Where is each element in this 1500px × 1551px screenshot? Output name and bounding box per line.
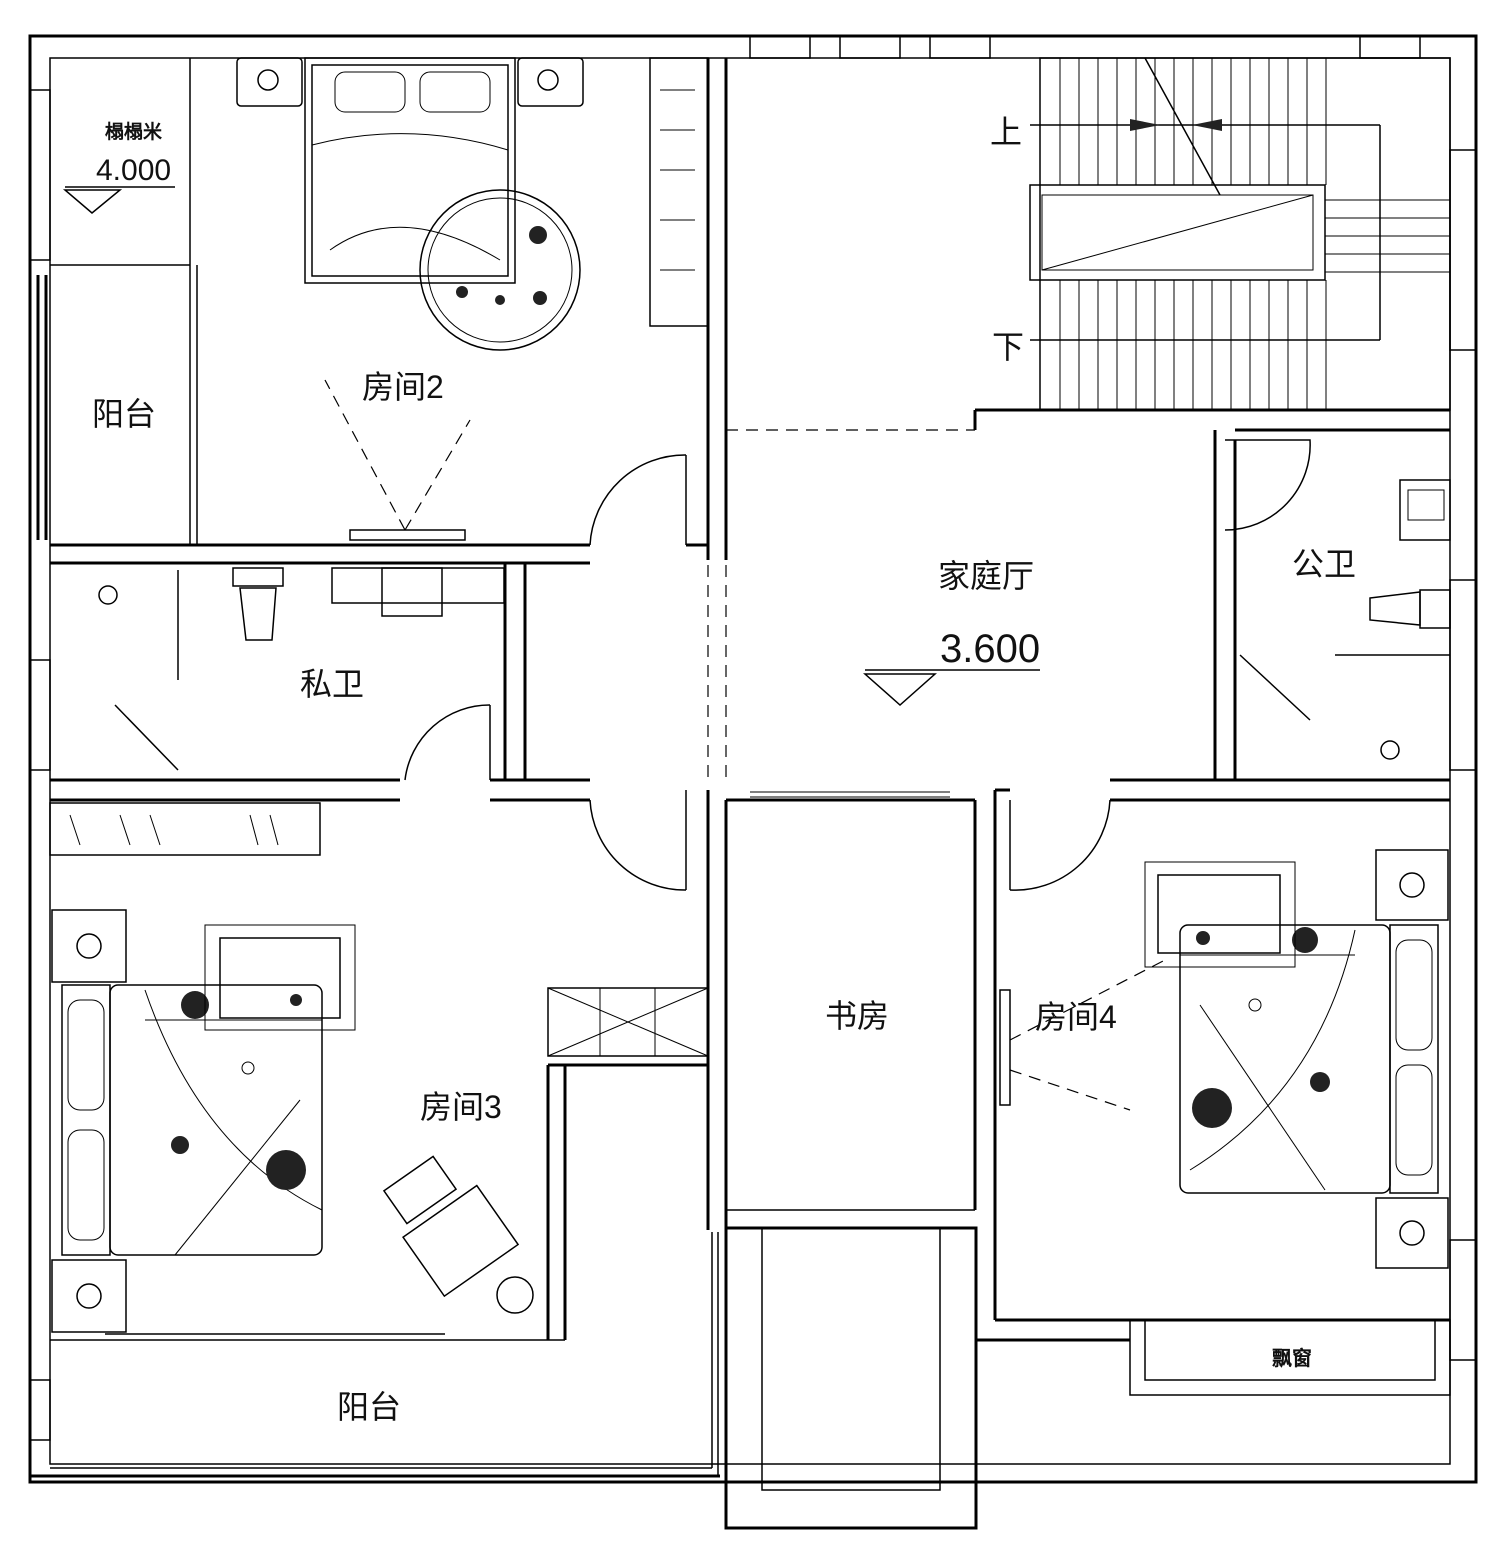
room2-tv	[324, 379, 471, 541]
room3-armchair	[382, 1155, 534, 1314]
public-bath-fixtures	[1239, 479, 1451, 760]
right-windows	[1449, 149, 1477, 1361]
left-windows	[29, 89, 51, 1441]
outer-walls	[28, 34, 1478, 1484]
hall-level-text: 3.600	[940, 627, 1040, 671]
room2-bed	[236, 57, 584, 351]
staircase	[1029, 57, 1451, 411]
public-bath-label: 公卫	[1292, 546, 1356, 582]
balcony-bottom-label: 阳台	[337, 1389, 401, 1425]
family-hall-label: 家庭厅	[938, 558, 1034, 594]
room2-label: 房间2	[362, 369, 444, 405]
bay-window-label: 飘窗	[1272, 1346, 1312, 1370]
room4-tv	[999, 959, 1166, 1111]
room3-cabinet	[547, 987, 709, 1057]
room3-wardrobe	[49, 802, 321, 856]
private-bath-fixtures	[98, 567, 505, 771]
tatami-level-text: 4.000	[96, 154, 171, 187]
stairs-up-label: 上	[990, 114, 1022, 150]
top-windows	[749, 35, 1421, 59]
stairs-down-label: 下	[992, 329, 1024, 365]
level-marker-hall	[863, 669, 1040, 707]
room3-label: 房间3	[420, 1089, 502, 1125]
room4-bed	[1144, 849, 1449, 1269]
study-label: 书房	[825, 998, 889, 1034]
tatami-label: 榻榻米	[105, 120, 163, 143]
room3-bed	[51, 909, 356, 1333]
room4-label: 房间4	[1035, 999, 1117, 1035]
interior-walls	[36, 58, 1451, 1530]
private-bath-label: 私卫	[300, 666, 364, 702]
balcony-top-label: 阳台	[92, 396, 156, 432]
doors	[404, 439, 1311, 891]
level-marker-tatami	[62, 186, 175, 214]
room2-wardrobe	[649, 57, 709, 327]
